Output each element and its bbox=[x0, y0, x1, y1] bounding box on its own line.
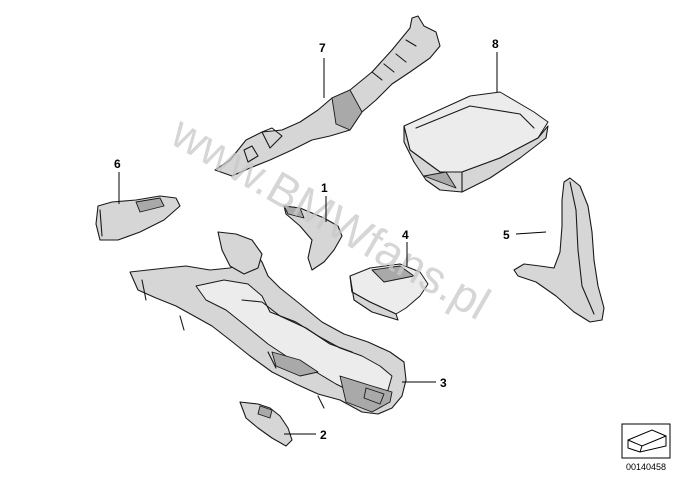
leader-line-5 bbox=[515, 231, 547, 235]
part-5-pillar-trim bbox=[513, 177, 605, 323]
callouts: 7 8 6 1 4 5 3 2 bbox=[114, 37, 547, 442]
arrow-corner-icon bbox=[627, 429, 667, 453]
callout-2: 2 bbox=[320, 428, 327, 442]
reference-box: 00140458 bbox=[621, 423, 671, 472]
part-8-glove-box bbox=[403, 91, 549, 193]
callout-7: 7 bbox=[319, 41, 326, 55]
part-1-trim-cover bbox=[283, 205, 343, 271]
part-2-bracket bbox=[239, 401, 293, 447]
callout-1: 1 bbox=[321, 181, 328, 195]
callout-6: 6 bbox=[114, 157, 121, 171]
part-3-centre-console bbox=[129, 231, 407, 415]
callout-5: 5 bbox=[503, 228, 510, 242]
callout-3: 3 bbox=[440, 376, 447, 390]
callout-8: 8 bbox=[492, 37, 499, 51]
part-7-dash-trim bbox=[214, 15, 441, 177]
part-6-vent-trim bbox=[95, 195, 181, 241]
diagram-number: 00140458 bbox=[626, 462, 666, 472]
callout-4: 4 bbox=[402, 228, 409, 242]
part-4-storage-insert bbox=[349, 263, 429, 321]
